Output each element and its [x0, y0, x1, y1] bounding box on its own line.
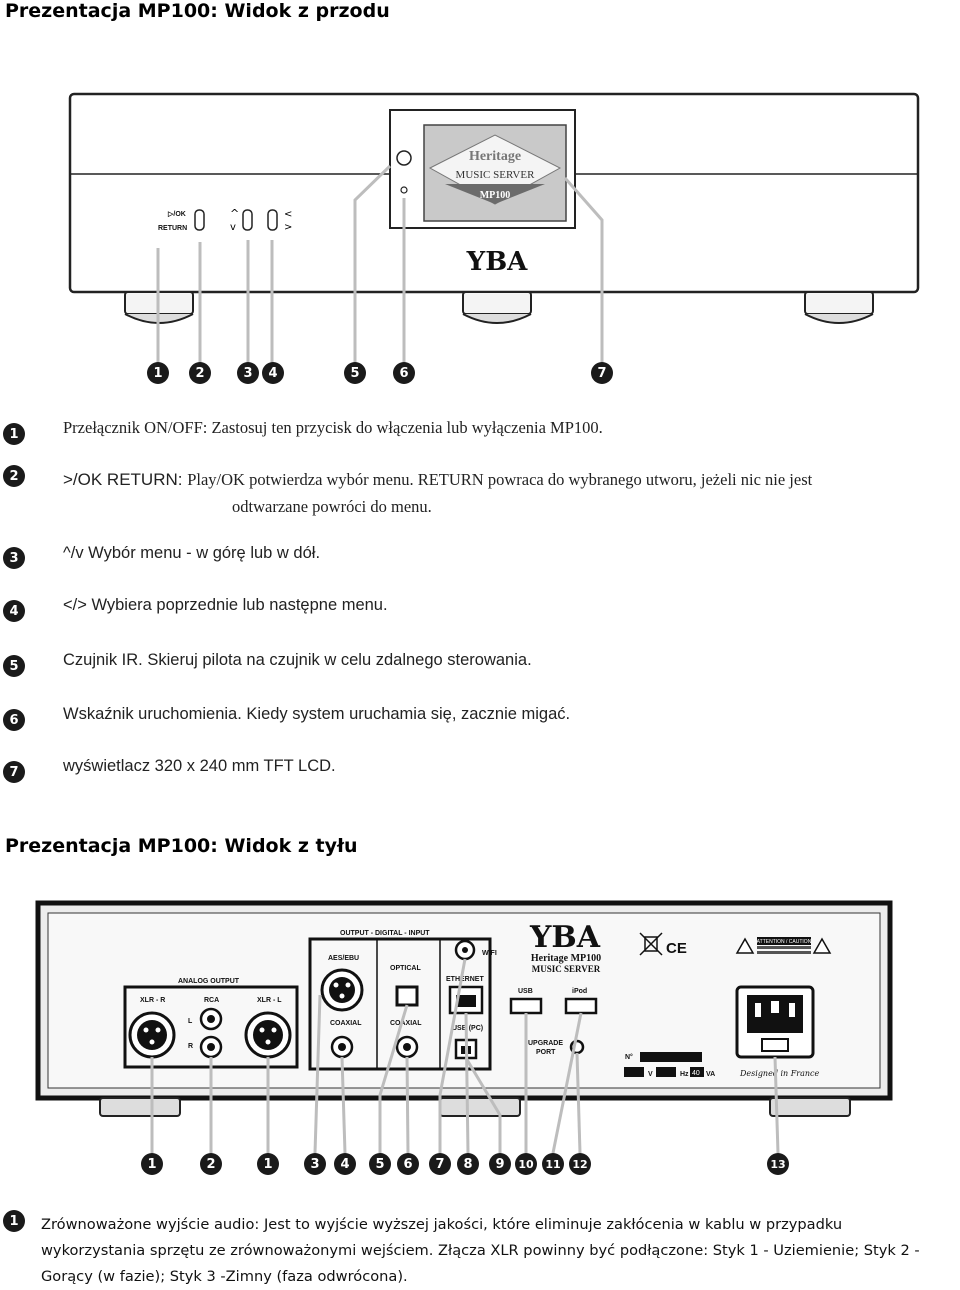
rear-model: Heritage MP100 [531, 953, 601, 964]
hz-value: 40 [692, 1070, 700, 1077]
rear-panel-illustration: ANALOG OUTPUT XLR - R RCA XLR - L L R OU… [35, 900, 893, 1154]
usb-port[interactable] [509, 997, 543, 1015]
item-6-badge: 6 [3, 709, 25, 731]
rear-callout-7: 7 [429, 1153, 451, 1175]
yba-logo: YBA [466, 247, 529, 277]
digital-label: OUTPUT - DIGITAL - INPUT [340, 930, 430, 937]
item-4-badge: 4 [3, 600, 25, 622]
rca-r-label: R [188, 1043, 193, 1050]
designed-in-france: Designed in France [739, 1069, 820, 1078]
callout-7: 7 [591, 362, 613, 384]
item-6-text: Wskaźnik uruchomienia. Kiedy system uruc… [63, 705, 571, 723]
up-arrow-icon: ^ [230, 207, 239, 220]
hz-label: Hz [680, 1071, 689, 1078]
ipod-label: iPod [572, 988, 587, 995]
item-2-text-c: odtwarzane powróci do menu. [232, 497, 432, 516]
rear-callout-4: 4 [334, 1153, 356, 1175]
callout-5: 5 [344, 362, 366, 384]
front-panel-illustration: ▷/OK RETURN ^ v < > Heritage MUSIC SERVE… [68, 92, 920, 363]
rear-callout-2: 2 [200, 1153, 222, 1175]
front-title: Prezentacja MP100: Widok z przodu [5, 0, 390, 22]
optical-input[interactable] [395, 985, 419, 1007]
rear-callout-1b: 1 [257, 1153, 279, 1175]
item-5-badge: 5 [3, 655, 25, 677]
left-arrow-icon: < [284, 209, 292, 220]
rear-title: Prezentacja MP100: Widok z tyłu [5, 835, 358, 857]
rear-callout-11: 11 [542, 1153, 564, 1175]
return-label: RETURN [158, 225, 187, 232]
callout-4: 4 [262, 362, 284, 384]
rear-callout-lines [150, 958, 780, 1154]
rear-callout-13: 13 [767, 1153, 789, 1175]
volt-label: V [648, 1071, 653, 1078]
ok-label: ▷/OK [167, 211, 186, 218]
ir-sensor [396, 150, 412, 166]
callout-3: 3 [237, 362, 259, 384]
rear-callout-6: 6 [397, 1153, 419, 1175]
weee-icon [639, 932, 663, 956]
callout-1: 1 [147, 362, 169, 384]
rear-item-1-line-2: wykorzystania sprzętu ze zrównoważonymi … [41, 1242, 920, 1259]
optical-label: OPTICAL [390, 965, 421, 972]
item-3-badge: 3 [3, 547, 25, 569]
feet [124, 291, 874, 324]
serial-label: N° [625, 1053, 633, 1061]
rear-callout-8: 8 [457, 1153, 479, 1175]
item-7-badge: 7 [3, 761, 25, 783]
screen-model: MP100 [480, 190, 511, 201]
screen-music-server: MUSIC SERVER [456, 169, 536, 181]
item-2-badge: 2 [3, 465, 25, 487]
ipod-port[interactable] [564, 997, 598, 1015]
callout-lines [156, 164, 604, 363]
rear-callout-1a: 1 [141, 1153, 163, 1175]
port-label: PORT [536, 1049, 556, 1056]
rear-brand: YBA [529, 920, 601, 955]
ce-mark: CE [666, 940, 687, 957]
caution-label-icon: ATTENTION / CAUTION [735, 937, 832, 954]
xlr-r-label: XLR - R [140, 997, 165, 1004]
rear-item-1-line-3: Gorący (w fazie); Styk 3 -Zimny (faza od… [41, 1268, 408, 1285]
callout-2: 2 [189, 362, 211, 384]
upgrade-label: UPGRADE [528, 1040, 563, 1047]
rear-item-1-line-1: Zrównoważone wyjście audio: Jest to wyjś… [41, 1216, 843, 1233]
item-2-text-a: >/OK RETURN: [63, 470, 188, 489]
usb-label: USB [518, 988, 533, 995]
up-down-switch[interactable] [242, 209, 253, 231]
screen-heritage: Heritage [469, 149, 521, 164]
item-1-text: Przełącznik ON/OFF: Zastosuj ten przycis… [63, 418, 603, 437]
ok-return-switch[interactable] [194, 209, 205, 231]
rear-item-1-badge: 1 [3, 1210, 25, 1232]
item-5-text: Czujnik IR. Skieruj pilota na czujnik w … [63, 651, 532, 669]
item-1-badge: 1 [3, 423, 25, 445]
rear-callout-9: 9 [489, 1153, 511, 1175]
right-arrow-icon: > [284, 222, 292, 233]
analog-output-label: ANALOG OUTPUT [178, 978, 240, 985]
xlr-l-label: XLR - L [257, 997, 282, 1004]
power-led [400, 186, 408, 194]
item-2-text-b: Play/OK potwierdza wybór menu. RETURN po… [187, 470, 813, 489]
rear-callout-12: 12 [569, 1153, 591, 1175]
left-right-switch[interactable] [267, 209, 278, 231]
coaxial-in-label: COAXIAL [390, 1020, 422, 1027]
rear-model-sub: MUSIC SERVER [532, 964, 601, 974]
rear-callout-10: 10 [515, 1153, 537, 1175]
item-7-text: wyświetlacz 320 x 240 mm TFT LCD. [63, 757, 336, 775]
va-label: VA [706, 1071, 715, 1078]
down-arrow-icon: v [230, 222, 236, 233]
rear-callout-3: 3 [304, 1153, 326, 1175]
wifi-label: WIFI [482, 950, 497, 957]
rca-label: RCA [204, 997, 219, 1004]
ethernet-label: ETHERNET [446, 976, 484, 983]
callout-6: 6 [393, 362, 415, 384]
rear-callout-5: 5 [369, 1153, 391, 1175]
rca-l-label: L [188, 1018, 193, 1025]
coaxial-out-label: COAXIAL [330, 1020, 362, 1027]
caution-text: ATTENTION / CAUTION [757, 939, 812, 945]
item-3-text: ^/v Wybór menu - w górę lub w dół. [63, 544, 321, 562]
item-4-text: </> Wybiera poprzednie lub następne menu… [63, 596, 388, 614]
aes-label: AES/EBU [328, 955, 359, 962]
